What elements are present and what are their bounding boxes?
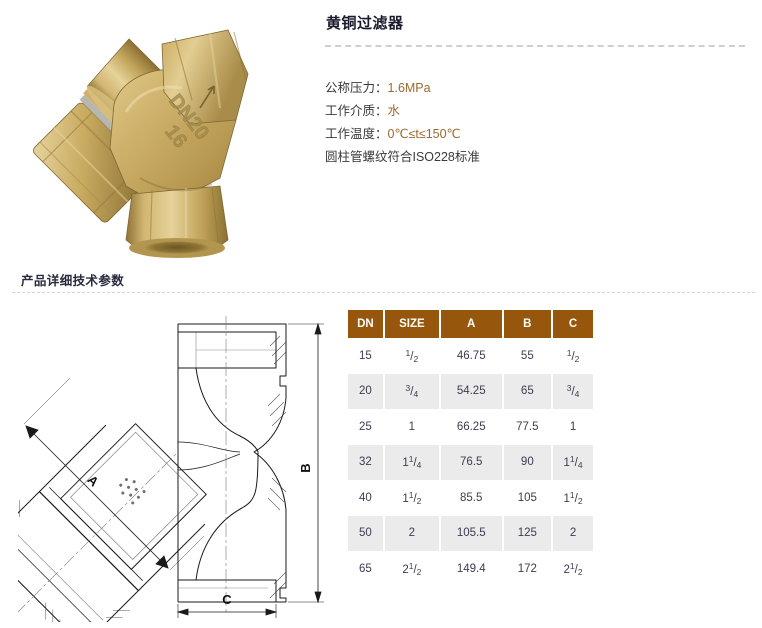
spec-standard-note: 圆柱管螺纹符合ISO228标准 (325, 150, 480, 164)
cell-b: 65 (502, 373, 554, 409)
cell-b: 90 (502, 444, 554, 480)
brass-y-strainer-image: DN20 16 (33, 29, 249, 258)
cell-a: 46.75 (439, 338, 504, 374)
cell-a: 85.5 (439, 480, 504, 516)
title-divider (325, 45, 745, 47)
cell-b: 125 (502, 515, 554, 551)
cell-c: 11/4 (552, 444, 593, 480)
cell-b: 105 (502, 480, 554, 516)
cell-dn: 15 (348, 338, 385, 374)
cell-c: 1/2 (552, 338, 593, 374)
column-header-b: B (502, 310, 554, 338)
spec-value-medium: 水 (387, 104, 401, 118)
cell-size: 21/2 (383, 551, 441, 587)
dimension-label-c: C (222, 592, 232, 607)
spec-label-medium: 工作介质： (325, 104, 388, 118)
cell-c: 3/4 (552, 373, 593, 409)
cell-a: 76.5 (439, 444, 504, 480)
cell-size: 11/4 (383, 444, 441, 480)
cell-dn: 32 (348, 444, 385, 480)
section-divider (12, 292, 755, 293)
spec-value-temperature: 0℃≤t≤150℃ (387, 127, 461, 141)
cell-size: 11/2 (383, 480, 441, 516)
spec-label-pressure: 公称压力： (325, 81, 388, 95)
cell-size: 1 (383, 409, 441, 445)
column-header-size: SIZE (383, 310, 441, 338)
cell-c: 21/2 (552, 551, 593, 587)
cell-b: 77.5 (502, 409, 554, 445)
spec-item-pressure: 公称压力：1.6MPa (325, 77, 750, 100)
specification-list: 公称压力：1.6MPa 工作介质：水 工作温度：0℃≤t≤150℃ 圆柱管螺纹符… (325, 77, 750, 169)
cell-size: 2 (383, 515, 441, 551)
technical-drawing: B C A (18, 302, 338, 622)
table-header-row: DN SIZE A B C (348, 310, 593, 338)
cell-b: 172 (502, 551, 554, 587)
cell-a: 54.25 (439, 373, 504, 409)
column-header-c: C (552, 310, 593, 338)
page-title: 黄铜过滤器 (326, 15, 404, 32)
cell-dn: 65 (348, 551, 385, 587)
product-overview-section: DN20 16 黄铜过滤器 公称压力：1.6MPa 工作介质：水 工作温度：0℃… (0, 0, 762, 262)
product-photo: DN20 16 (14, 8, 274, 258)
column-header-dn: DN (348, 310, 385, 338)
cell-c: 1 (552, 409, 593, 445)
cell-dn: 20 (348, 373, 385, 409)
spec-item-temperature: 工作温度：0℃≤t≤150℃ (325, 123, 750, 146)
cell-a: 149.4 (439, 551, 504, 587)
dimension-label-b: B (298, 463, 313, 472)
y-strainer-cross-section: B C A (18, 316, 324, 622)
spec-item-standard: 圆柱管螺纹符合ISO228标准 (325, 146, 750, 169)
cell-dn: 40 (348, 480, 385, 516)
cell-dn: 50 (348, 515, 385, 551)
technical-detail-section: 产品详细技术参数 (0, 262, 762, 628)
cell-b: 55 (502, 338, 554, 374)
product-info-panel: 黄铜过滤器 公称压力：1.6MPa 工作介质：水 工作温度：0℃≤t≤150℃ … (325, 14, 750, 185)
spec-item-medium: 工作介质：水 (325, 100, 750, 123)
column-header-a: A (439, 310, 504, 338)
spec-label-temperature: 工作温度： (325, 127, 388, 141)
cell-size: 3/4 (383, 373, 441, 409)
spec-value-pressure: 1.6MPa (387, 81, 431, 95)
cell-a: 66.25 (439, 409, 504, 445)
cell-c: 11/2 (552, 480, 593, 516)
cell-c: 2 (552, 515, 593, 551)
cell-a: 105.5 (439, 515, 504, 551)
cell-dn: 25 (348, 409, 385, 445)
cell-size: 1/2 (383, 338, 441, 374)
section-heading: 产品详细技术参数 (21, 274, 125, 288)
